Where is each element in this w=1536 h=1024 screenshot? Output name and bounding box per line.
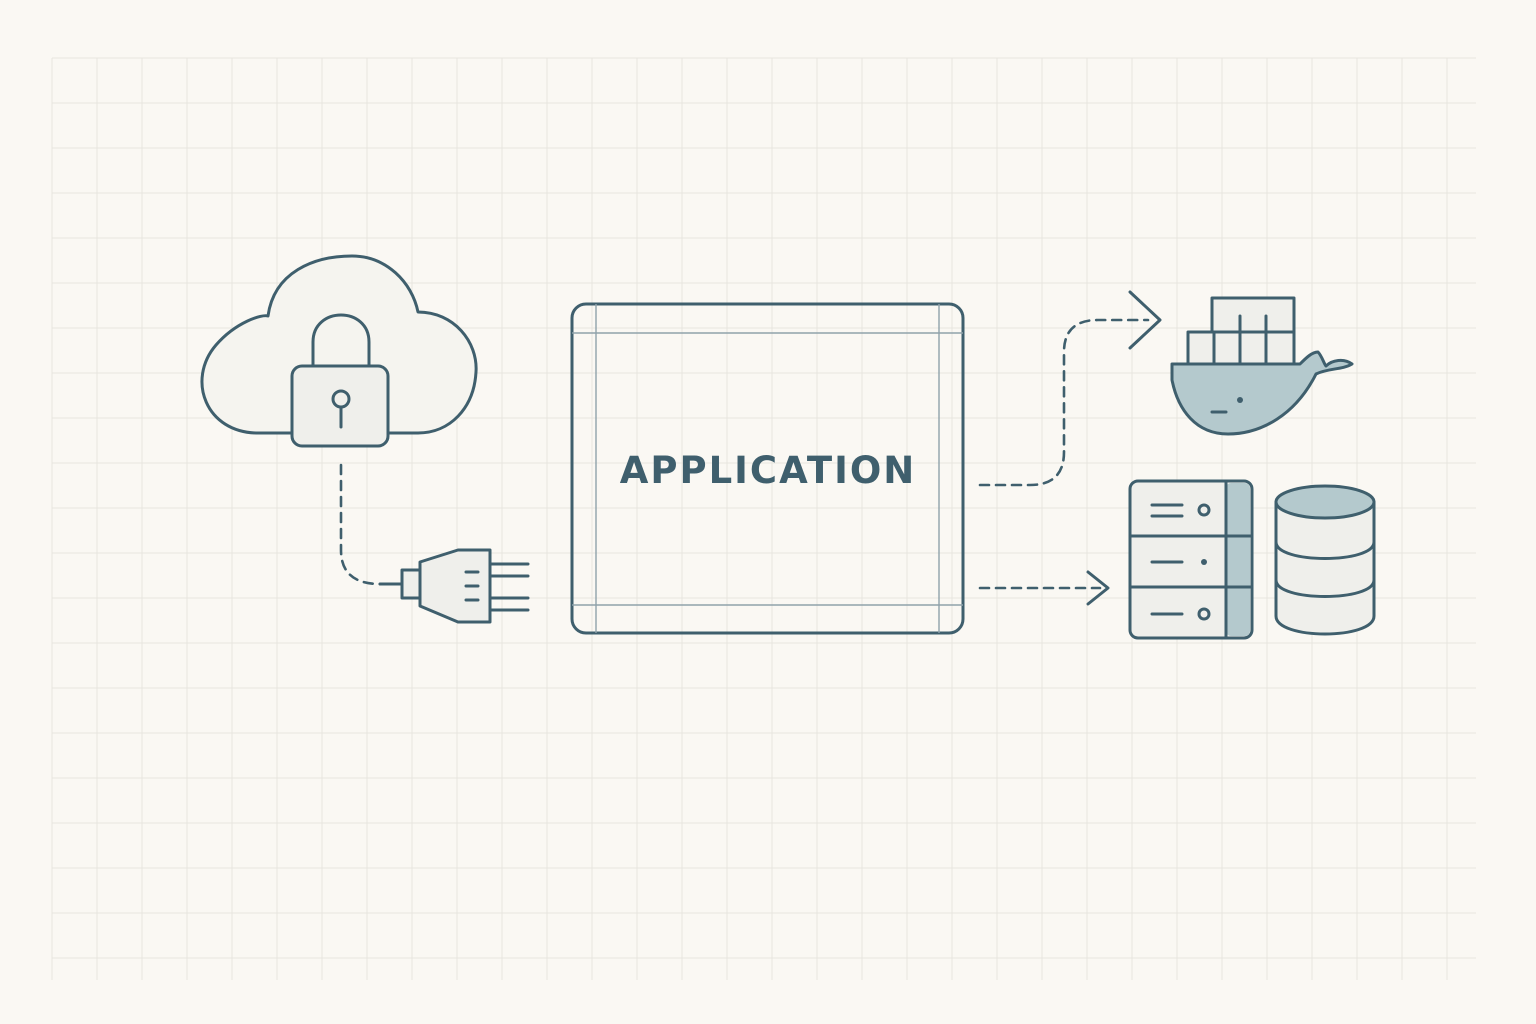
plug-neck xyxy=(400,568,422,600)
plug-icon xyxy=(378,548,530,624)
application-label: APPLICATION xyxy=(620,449,917,492)
background-grid xyxy=(51,57,1476,980)
cloud-lock-icon xyxy=(200,254,478,448)
connector-app-to-container xyxy=(978,318,1150,487)
cloud-outline xyxy=(200,254,478,435)
docker-whale-icon xyxy=(1170,296,1354,436)
whale-body xyxy=(1170,350,1354,436)
plug-body xyxy=(418,548,492,624)
application-box: APPLICATION xyxy=(570,302,965,635)
server-rack-icon xyxy=(1128,479,1254,640)
arrowhead-storage xyxy=(1086,570,1110,606)
connector-cloud-to-plug xyxy=(339,463,402,586)
arrowhead-container xyxy=(1128,290,1162,350)
database-icon xyxy=(1274,484,1376,636)
padlock-shackle xyxy=(311,313,371,370)
